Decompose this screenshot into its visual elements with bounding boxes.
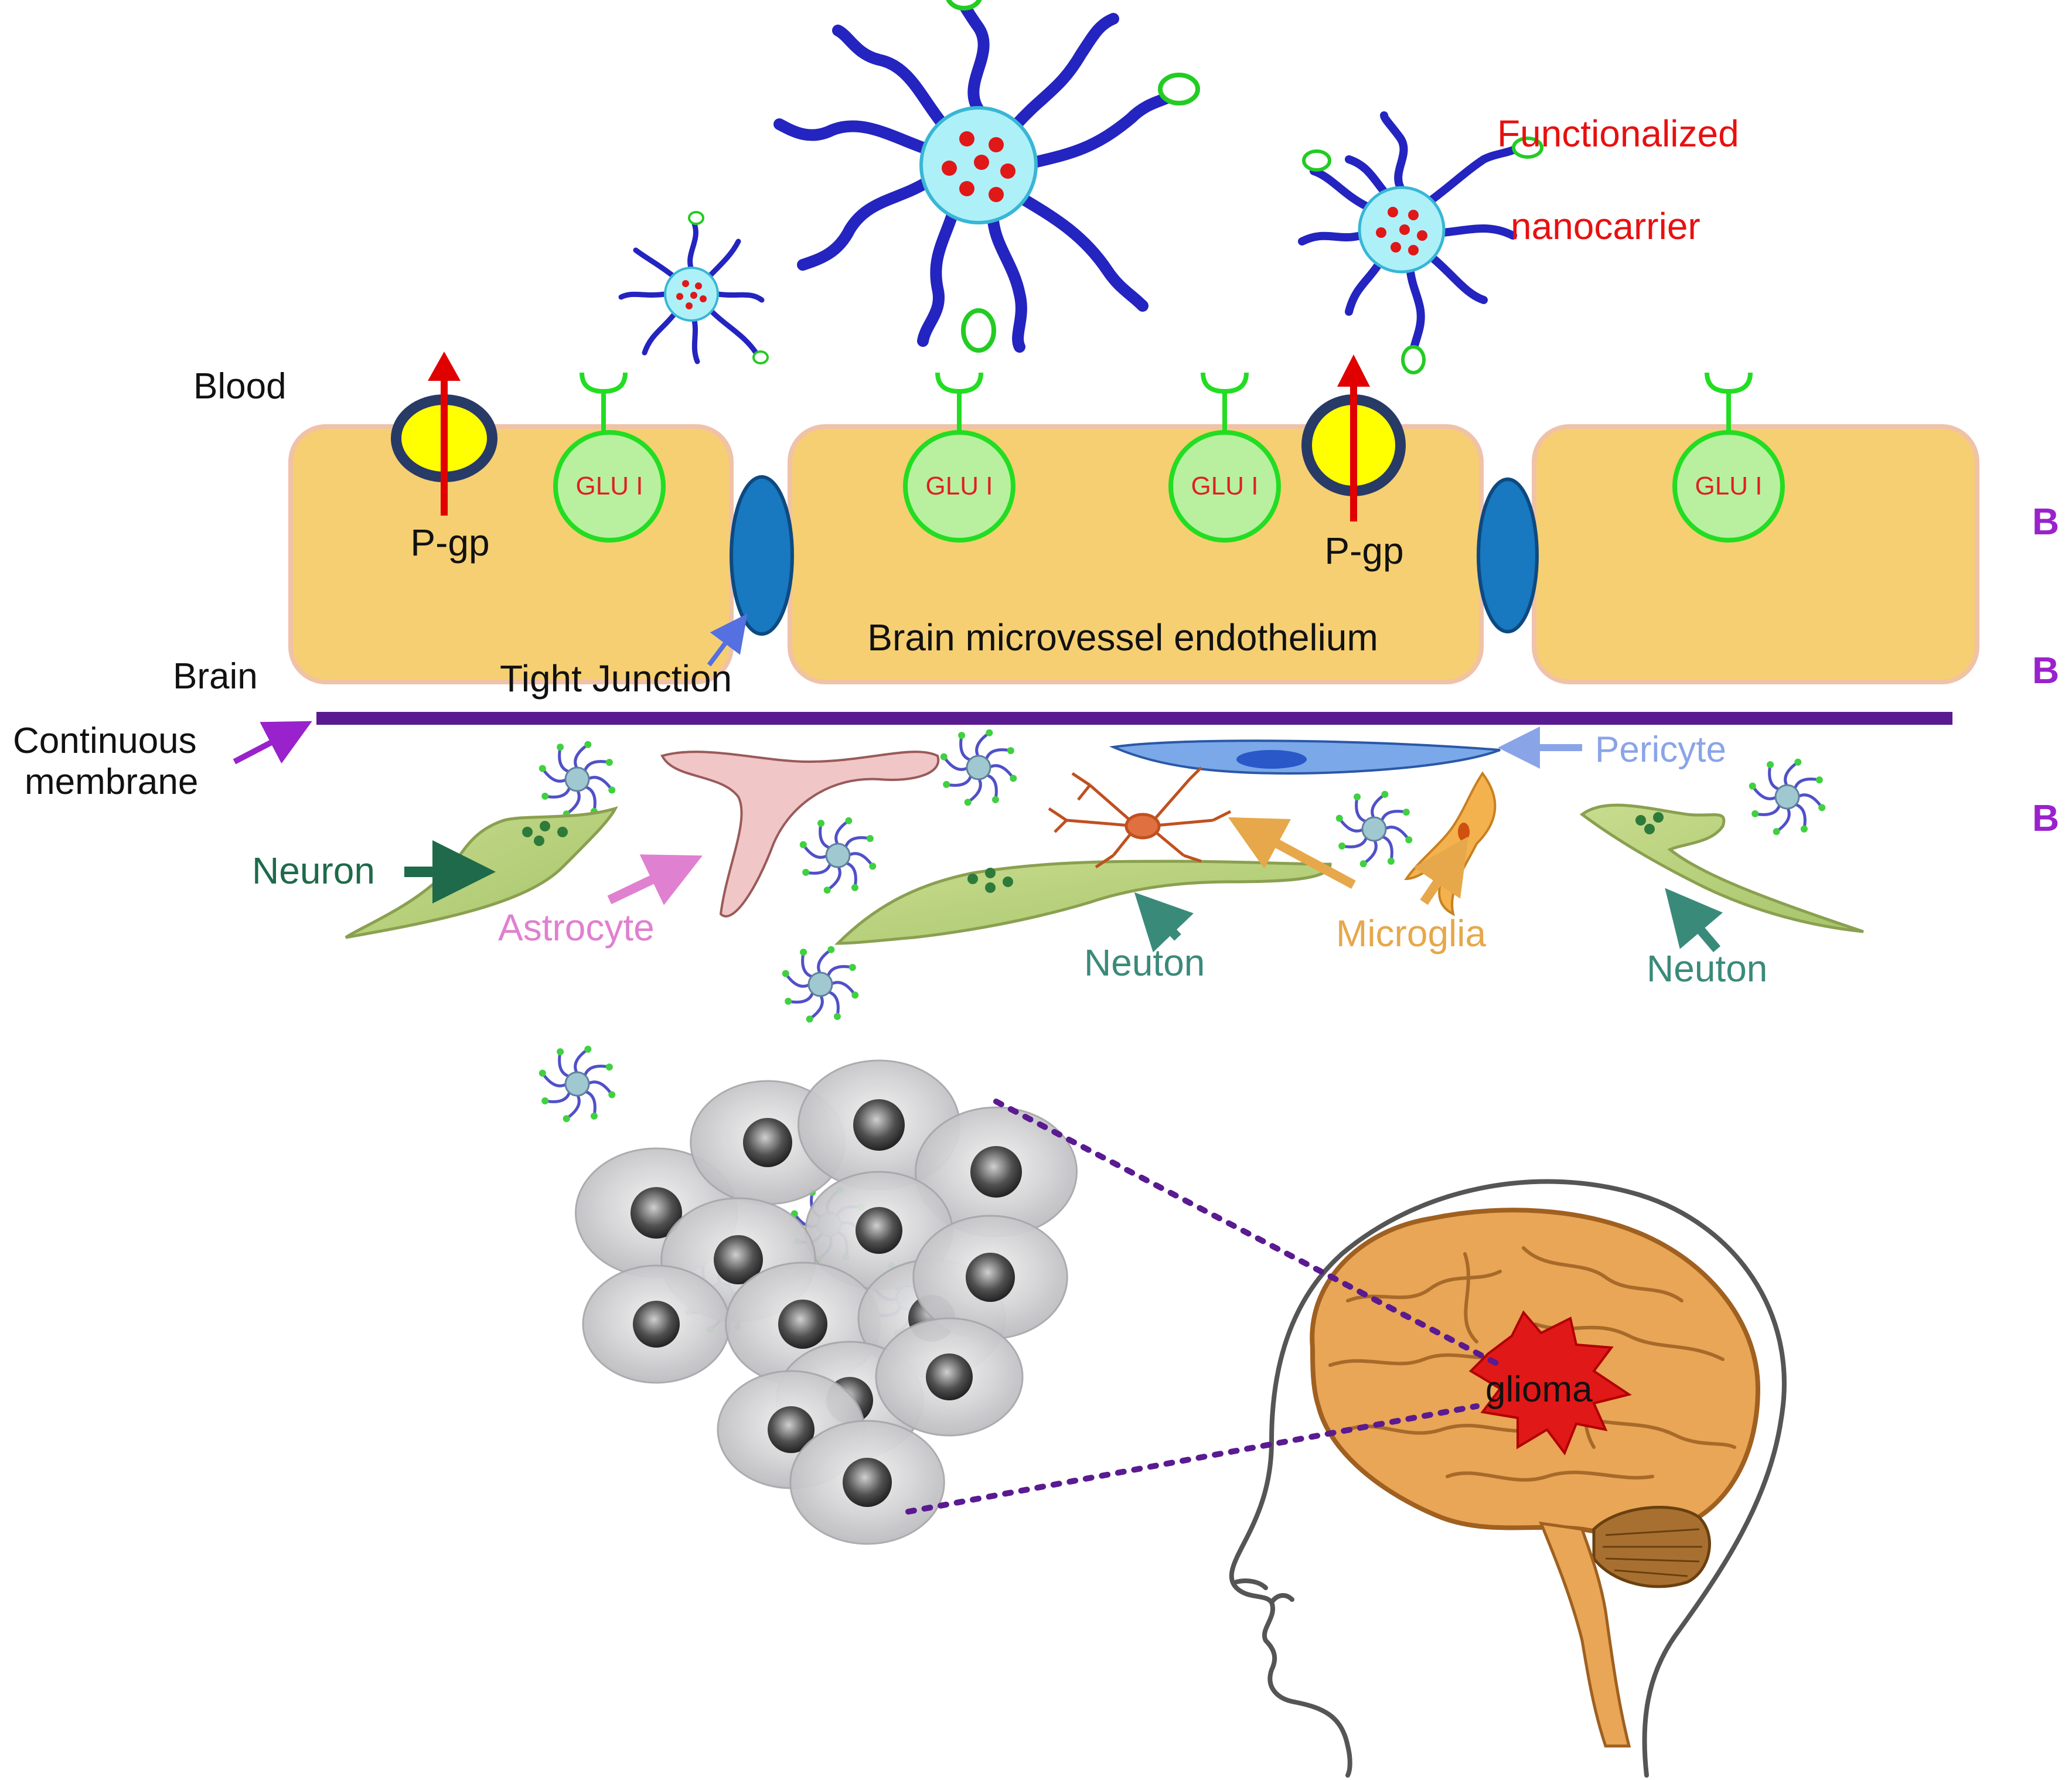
endothelial-cell-left [288, 424, 734, 684]
microglia-orange [1404, 771, 1497, 916]
label-continuous-1: Continuous [13, 721, 197, 761]
tight-junction-arrow [707, 613, 748, 667]
label-neuton-right: Neuton [1647, 947, 1767, 990]
neuron-right [1579, 803, 1864, 933]
glioma-cell [912, 1215, 1068, 1340]
label-blood: Blood [193, 366, 287, 407]
pgp-right-arrow-head [1337, 354, 1370, 387]
brainstem [1539, 1521, 1631, 1748]
label-pgp-right: P-gp [1324, 530, 1403, 572]
tiny-nanocarrier [1749, 758, 1826, 836]
glioma-tumor [1468, 1310, 1632, 1456]
glu-receptor-3 [1168, 372, 1281, 543]
pgp-transporters [391, 352, 1406, 521]
side-letter-2: B [2032, 649, 2059, 691]
glioma-cell [915, 1106, 1078, 1237]
glioma-cell [875, 1317, 1024, 1437]
label-continuous-2: membrane [25, 762, 198, 802]
glu-label-2: GLU I [926, 472, 993, 500]
label-neuron: Neuron [252, 850, 375, 892]
glioma-cell [582, 1264, 731, 1384]
label-pericyte: Pericyte [1595, 729, 1726, 770]
glu-label-1: GLU I [576, 472, 643, 500]
brain [1310, 1208, 1761, 1748]
glu-label-4: GLU I [1695, 472, 1763, 500]
head-outline [1229, 1179, 1787, 1778]
tiny-nanocarrier [799, 817, 877, 894]
glioma-cell [789, 1420, 945, 1545]
label-nanocarrier: nanocarrier [1511, 205, 1700, 247]
side-letter-1: B [2032, 500, 2059, 543]
tiny-nanocarrier [1335, 790, 1413, 868]
label-neuton-center: Neuton [1084, 942, 1205, 984]
nanocarrier-small [618, 211, 769, 364]
tiny-nanocarrier [782, 946, 859, 1023]
pgp-left-arrow-head [428, 352, 461, 381]
astrocyte [660, 751, 940, 918]
pericyte [1109, 739, 1501, 775]
side-letter-3: B [2032, 797, 2059, 839]
tight-junction-right [1477, 478, 1539, 633]
glu-receptor-2 [903, 372, 1015, 543]
label-microglia: Microglia [1336, 912, 1486, 954]
label-brain: Brain [173, 656, 258, 697]
label-tight-junction: Tight Junction [500, 657, 732, 700]
neuton-right-arrow [1665, 888, 1723, 953]
membrane-pointer [233, 721, 312, 765]
microglia-arrow-right [1413, 836, 1468, 905]
tiny-nanocarrier [539, 1045, 616, 1123]
nanocarrier-large [773, 0, 1200, 353]
glu-receptor-1 [553, 372, 666, 543]
microglia-red [1048, 766, 1232, 869]
tight-junctions [730, 475, 1539, 636]
neuton-center-arrow [1134, 892, 1194, 953]
label-endothelium: Brain microvessel endothelium [867, 616, 1378, 659]
glu-receptor-4 [1672, 372, 1785, 543]
glioma-cell-cluster [575, 1059, 1078, 1545]
tiny-nanocarrier [940, 729, 1017, 806]
glu-label-3: GLU I [1191, 472, 1259, 500]
label-glioma: glioma [1485, 1369, 1593, 1410]
label-astrocyte: Astrocyte [498, 906, 655, 949]
label-functionalized: Functionalized [1497, 112, 1739, 155]
tiny-nanocarrier [539, 741, 616, 818]
astrocyte-arrow [607, 854, 703, 905]
zoom-lines [905, 1099, 1503, 1515]
nanocarrier-medium [1298, 111, 1543, 374]
label-pgp-left: P-gp [410, 521, 489, 564]
microglia-arrow-left [1228, 817, 1356, 889]
glu-receptors: GLU I GLU I GLU I GLU I [553, 372, 1785, 543]
tight-junction-left [730, 475, 794, 636]
neuron-center [834, 860, 1332, 945]
